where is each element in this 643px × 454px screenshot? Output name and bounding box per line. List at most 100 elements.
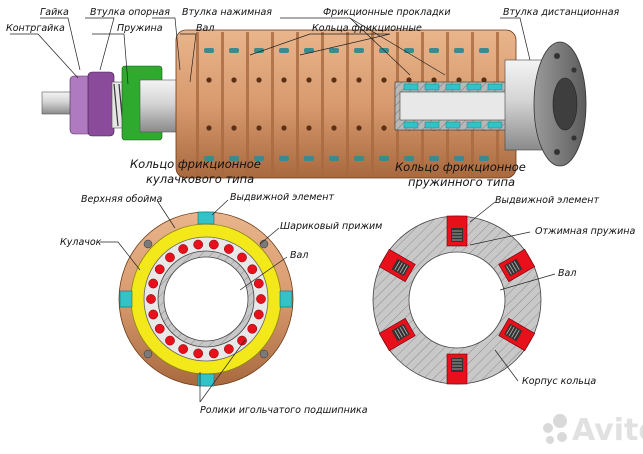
needle-roller <box>208 239 219 250</box>
caption-kulachk-2: кулачкового типа <box>146 172 254 186</box>
friction-pad <box>445 121 461 129</box>
ring-slot <box>204 48 214 53</box>
ring-groove <box>246 32 249 176</box>
needle-roller <box>148 309 159 320</box>
needle-roller <box>154 323 165 334</box>
needle-roller <box>154 264 165 275</box>
ring-slot <box>279 156 289 161</box>
needle-roller <box>237 252 247 263</box>
ring-hole <box>231 125 237 131</box>
ring-hole <box>231 77 237 83</box>
ring-hole <box>456 77 462 83</box>
spring-turn <box>402 325 408 335</box>
spring-element <box>378 317 416 352</box>
ring-hole <box>281 125 287 131</box>
release-spring <box>391 323 410 342</box>
inner-shaft <box>399 91 509 121</box>
release-spring <box>451 358 463 372</box>
release-spring <box>504 323 523 342</box>
spring-turn <box>508 326 515 337</box>
label-kontrgaika: Контргайка <box>6 23 65 34</box>
ring-slot <box>354 48 364 53</box>
flange-bolt-hole <box>571 67 577 73</box>
ring-slot <box>229 156 239 161</box>
caption-kulachk-1: Кольцо фрикционное <box>130 157 261 171</box>
spring-elements <box>378 215 536 385</box>
ring-groove <box>296 32 299 176</box>
ring-slot <box>329 156 339 161</box>
friction-pad <box>466 121 482 129</box>
extendable-element <box>197 211 215 225</box>
ring-groove <box>271 32 274 176</box>
spring-turn <box>402 265 408 275</box>
label-frikc-prokladki: Фрикционные прокладки <box>323 7 451 18</box>
ring-hole <box>206 125 212 131</box>
flange-bore <box>552 77 578 131</box>
ring-groove <box>196 32 199 176</box>
spring-turn <box>506 325 512 335</box>
friction-pad <box>403 121 419 129</box>
ring-hole <box>306 77 312 83</box>
label-gaika: Гайка <box>40 7 69 18</box>
spring-element <box>498 248 536 283</box>
flange-bolt-hole <box>554 53 560 59</box>
spring-element <box>378 248 416 283</box>
needle-roller <box>178 344 189 354</box>
ring-groove <box>321 32 324 176</box>
label-val-left: Вал <box>290 250 308 261</box>
label-vtulka-nazhimnaya: Втулка нажимная <box>182 7 272 18</box>
ring-groove <box>346 32 349 176</box>
label-vtulka-distancionnaya: Втулка дистанционная <box>503 7 620 18</box>
needle-roller <box>237 335 247 346</box>
spring-turn <box>508 263 515 274</box>
needle-roller <box>165 252 175 263</box>
ring-hole <box>206 77 212 83</box>
label-val-right: Вал <box>558 268 576 279</box>
ring-hole <box>431 77 437 83</box>
friction-pad <box>403 83 419 91</box>
label-vtulka-opornaya: Втулка опорная <box>90 7 170 18</box>
spring-turn <box>399 263 406 274</box>
spring-turn <box>506 265 512 275</box>
flange-bolt-hole <box>554 149 560 155</box>
ball-clamp <box>143 239 153 249</box>
spring-element <box>446 353 468 385</box>
ring-hole <box>356 77 362 83</box>
spring-coil <box>113 83 119 127</box>
ring-hole <box>331 125 337 131</box>
release-spring <box>391 258 410 277</box>
ball-clamp <box>143 349 153 359</box>
flange-bolt-hole <box>571 135 577 141</box>
ring-groove <box>371 32 374 176</box>
ball-clamp <box>259 239 269 249</box>
release-spring <box>451 228 463 242</box>
ring-slot <box>304 48 314 53</box>
spring-turn <box>396 262 403 272</box>
friction-pad <box>424 121 440 129</box>
friction-pad <box>487 83 503 91</box>
ring-slot <box>479 156 489 161</box>
spring-element <box>498 317 536 352</box>
ring-hole <box>256 77 262 83</box>
friction-pad <box>424 83 440 91</box>
ring-slot <box>454 156 464 161</box>
needle-rollers <box>146 239 266 359</box>
friction-pad <box>445 83 461 91</box>
ring-slot <box>329 48 339 53</box>
spring-turn <box>399 326 406 337</box>
label-vydvizhnoy-left: Выдвижной элемент <box>230 192 334 203</box>
label-korpus-kolca: Корпус кольца <box>522 376 596 387</box>
spring-turn <box>394 329 401 340</box>
spring-ring-section <box>372 215 542 385</box>
watermark-text: Avito <box>572 413 643 448</box>
needle-roller <box>256 294 266 304</box>
label-kulachok: Кулачок <box>60 237 102 248</box>
ring-hole <box>481 77 487 83</box>
ring-slot <box>379 156 389 161</box>
spring-turn <box>394 260 401 271</box>
shaft-assembly <box>41 29 587 179</box>
top-leaders <box>10 17 531 85</box>
release-spring <box>504 258 523 277</box>
extendable-element <box>119 290 133 308</box>
